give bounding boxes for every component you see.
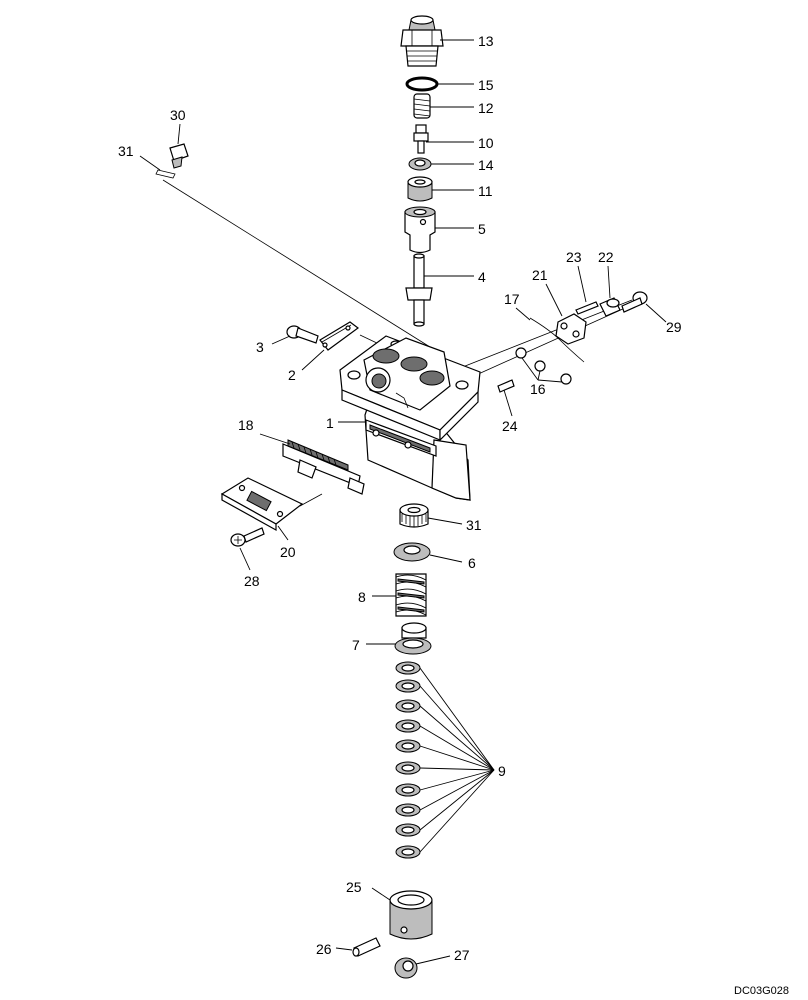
callout-14: 14 [478,157,494,173]
callout-25: 25 [346,879,362,895]
part-20-plate [220,477,323,532]
part-15-o-ring [405,76,439,92]
part-27-roller [394,957,418,979]
callout-22: 22 [598,249,614,265]
callout-7: 7 [352,637,360,653]
part-21-bracket [555,313,587,345]
callout-9: 9 [498,763,506,779]
callout-17: 17 [504,291,520,307]
assembly-line-21b [464,307,626,381]
callout-24: 24 [502,418,518,434]
part-30-screw [169,143,189,169]
callout-28: 28 [244,573,260,589]
callout-5: 5 [478,221,486,237]
part-23-pin [575,301,599,315]
callout-20: 20 [280,544,296,560]
callout-12: 12 [478,100,494,116]
part-28-screw [230,527,265,547]
callout-23: 23 [566,249,582,265]
callout-2: 2 [288,367,296,383]
drawing-code: DC03G028 [734,985,789,997]
callout-27: 27 [454,947,470,963]
part-18-control-rack [282,439,365,495]
part-17-wire [529,317,585,363]
part-11-valve-seat [407,176,433,202]
part-4-plunger [405,253,433,327]
part-2-cover-plate [319,321,360,351]
callout-4: 4 [478,269,486,285]
part-31-pinion-gear [399,503,429,528]
part-13-delivery-valve-holder [400,15,444,67]
callout-1: 1 [326,415,334,431]
callout-26: 26 [316,941,332,957]
part-24-stud [497,379,515,393]
callout-11: 11 [478,183,493,199]
callout-8: 8 [358,589,366,605]
part-5-barrel [404,206,436,254]
assembly-line-30 [162,179,439,353]
callout-29: 29 [666,319,682,335]
part-22-adjust-screw [599,297,621,317]
part-9-leader-lines [419,667,495,853]
callout-31-top: 31 [118,143,134,159]
part-26-pin [352,937,381,957]
part-7-lower-spring-seat [394,622,432,655]
leader-lines [139,39,667,965]
callout-18: 18 [238,417,254,433]
part-16-nuts [515,347,572,385]
part-10-delivery-valve [413,124,429,154]
callout-30: 30 [170,107,186,123]
part-1-pump-housing [339,335,481,501]
callout-21: 21 [532,267,548,283]
part-12-spring [413,93,431,119]
assembly-line-21 [454,299,633,371]
callout-31-gear: 31 [466,517,482,533]
part-8-plunger-spring [395,573,427,617]
part-25-tappet [389,890,433,940]
callout-3: 3 [256,339,264,355]
part-29-bolt [621,291,648,313]
callout-6: 6 [468,555,476,571]
callout-13: 13 [478,33,494,49]
part-9-shim-stack [395,661,421,859]
callout-10: 10 [478,135,494,151]
callout-15: 15 [478,77,494,93]
part-14-gasket [408,157,432,171]
part-3-bolt [286,325,319,344]
part-6-spring-seat [393,542,431,562]
part-31-washer-top [155,169,176,179]
callout-16: 16 [530,381,546,397]
